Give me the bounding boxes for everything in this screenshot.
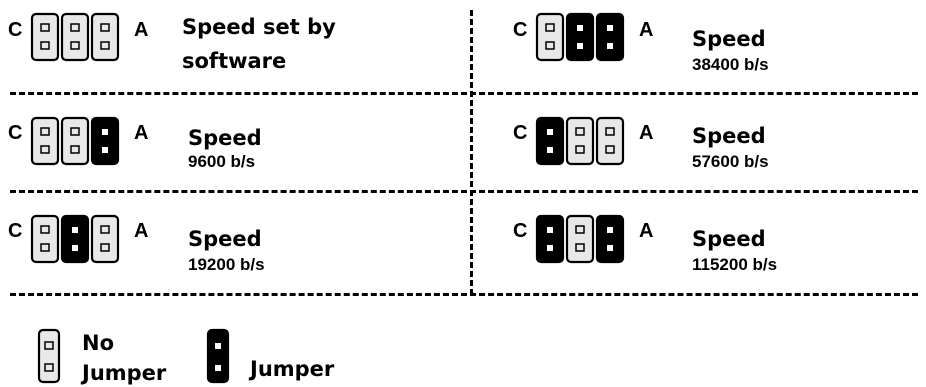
jumper-diagram (30, 12, 120, 62)
pin (607, 227, 613, 233)
pin (575, 243, 585, 252)
a-label: A (639, 220, 654, 242)
jumper-block (60, 214, 90, 264)
pin (607, 43, 613, 49)
pin (40, 23, 50, 32)
pin (100, 243, 110, 252)
open-pin-pair (60, 12, 90, 62)
pin (575, 127, 585, 136)
jumper-block (595, 12, 625, 62)
open-pin-pair (90, 214, 120, 264)
speed-headline: Speed (188, 227, 262, 251)
pin (72, 227, 78, 233)
column-divider (470, 10, 473, 295)
jumper-block (535, 116, 565, 166)
jumper-diagram (535, 214, 625, 264)
open-pin-pair (30, 12, 60, 62)
row-divider-3 (10, 293, 918, 296)
speed-headline: Speed (692, 227, 766, 251)
c-label: C (513, 19, 528, 41)
row-divider-2 (10, 190, 918, 193)
pin (547, 147, 553, 153)
a-label: A (134, 19, 149, 41)
no-jumper-label-line2: Jumper (82, 361, 167, 385)
pin (70, 23, 80, 32)
open-pin-pair (90, 12, 120, 62)
open-pin-pair (30, 214, 60, 264)
pin (547, 227, 553, 233)
row-divider-1 (10, 92, 918, 95)
pin (72, 245, 78, 251)
pin (545, 23, 555, 32)
open-pin-pair (565, 116, 595, 166)
pin (102, 129, 108, 135)
open-pin-pair (535, 12, 565, 62)
a-label: A (134, 122, 149, 144)
pin (605, 145, 615, 154)
speed-headline: Speed (188, 126, 262, 150)
pin (40, 145, 50, 154)
pin (100, 41, 110, 50)
speed-headline: Speed (692, 124, 766, 148)
speed-headline-2: software (182, 49, 287, 73)
speed-rate: 9600 b/s (188, 152, 256, 171)
pin (545, 41, 555, 50)
a-label: A (639, 122, 654, 144)
pin (547, 129, 553, 135)
pin (70, 145, 80, 154)
pin (100, 225, 110, 234)
jumper-block (565, 12, 595, 62)
pin (40, 41, 50, 50)
open-pin-pair (60, 116, 90, 166)
pin (40, 225, 50, 234)
pin (575, 225, 585, 234)
jumper-block (535, 214, 565, 264)
pin (100, 23, 110, 32)
jumper-block (595, 214, 625, 264)
open-pin-pair (565, 214, 595, 264)
speed-rate: 57600 b/s (692, 152, 769, 171)
pin (40, 127, 50, 136)
pin (607, 245, 613, 251)
c-label: C (8, 220, 23, 242)
jumper-diagram (535, 12, 625, 62)
c-label: C (8, 122, 23, 144)
speed-rate: 38400 b/s (692, 55, 769, 74)
pin (577, 43, 583, 49)
pin (70, 127, 80, 136)
speed-rate: 115200 b/s (692, 255, 778, 274)
open-pin-pair (30, 116, 60, 166)
pin (577, 25, 583, 31)
jumper-block (90, 116, 120, 166)
jumper-diagram (30, 214, 120, 264)
pin (40, 243, 50, 252)
speed-rate: 19200 b/s (188, 255, 265, 274)
pin (547, 245, 553, 251)
c-label: C (513, 122, 528, 144)
no-jumper-legend-icon (37, 328, 61, 384)
pin (605, 127, 615, 136)
no-jumper-label-line1: No (82, 331, 115, 355)
pin (607, 25, 613, 31)
c-label: C (8, 19, 23, 41)
jumper-diagram (30, 116, 120, 166)
a-label: A (639, 19, 654, 41)
pin (575, 145, 585, 154)
c-label: C (513, 220, 528, 242)
jumper-diagram (535, 116, 625, 166)
speed-headline: Speed (692, 27, 766, 51)
jumper-label: Jumper (250, 357, 335, 381)
jumper-legend-icon (206, 328, 230, 384)
pin (70, 41, 80, 50)
pin (102, 147, 108, 153)
speed-headline: Speed set by (182, 15, 336, 39)
a-label: A (134, 220, 149, 242)
open-pin-pair (595, 116, 625, 166)
